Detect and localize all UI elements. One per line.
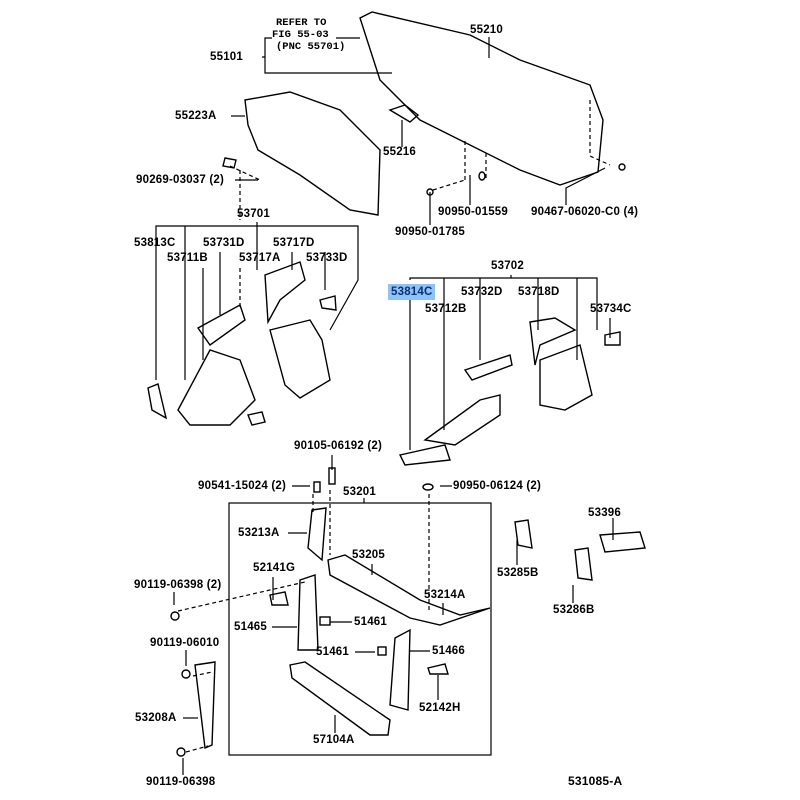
dash-panel-55101 [359,11,604,186]
part-label-90119-06010[interactable]: 90119-06010 [150,637,220,649]
part-label-52141g[interactable]: 52141G [253,562,296,574]
part-label-53717d[interactable]: 53717D [273,237,315,249]
part-label-90119-06398[interactable]: 90119-06398 [146,776,216,788]
part-label-53734c[interactable]: 53734C [590,303,632,315]
part-label-55223a[interactable]: 55223A [175,110,217,122]
part-label-53813c[interactable]: 53813C [134,237,176,249]
part-label-53733d[interactable]: 53733D [306,252,348,264]
part-label-55216[interactable]: 55216 [383,146,416,158]
part-label-53718d[interactable]: 53718D [518,286,560,298]
part-label-53712b[interactable]: 53712B [425,303,467,315]
refer-note-line2: FIG 55-03 [272,29,329,41]
part-label-53201[interactable]: 53201 [343,486,376,498]
part-label-55210[interactable]: 55210 [470,24,503,36]
part-label-57104a[interactable]: 57104A [313,734,355,746]
part-label-53731d[interactable]: 53731D [203,237,245,249]
part-label-51466[interactable]: 51466 [432,645,465,657]
part-label-90105-06192[interactable]: 90105-06192 (2) [294,440,383,452]
part-label-53702[interactable]: 53702 [491,260,524,272]
part-label-52142h[interactable]: 52142H [419,702,461,714]
part-label-53286b[interactable]: 53286B [553,604,595,616]
part-label-53205[interactable]: 53205 [352,549,385,561]
part-label-53711b[interactable]: 53711B [167,252,208,264]
part-label-90467-06020-c0[interactable]: 90467-06020-C0 (4) [531,206,639,218]
part-label-53814c-highlighted[interactable]: 53814C [388,284,436,300]
dashed-connectors [177,100,611,753]
part-label-90950-01785[interactable]: 90950-01785 [395,226,465,238]
part-label-51461[interactable]: 51461 [354,616,387,628]
part-label-51465[interactable]: 51465 [234,621,267,633]
figure-id: 531085-A [568,774,623,788]
part-label-53701[interactable]: 53701 [237,208,270,220]
part-label-55101[interactable]: 55101 [210,51,243,63]
part-label-90119-06398-2[interactable]: 90119-06398 (2) [134,579,222,591]
part-label-53285b[interactable]: 53285B [497,567,539,579]
part-shapes [147,11,646,757]
part-label-53213a[interactable]: 53213A [238,527,280,539]
part-label-90269-03037[interactable]: 90269-03037 (2) [136,174,225,186]
part-label-53732d[interactable]: 53732D [461,286,503,298]
refer-note-line3: (PNC 55701) [276,41,346,53]
insulator-55223A [244,91,381,216]
part-label-53208a[interactable]: 53208A [135,712,177,724]
part-label-53396[interactable]: 53396 [588,507,621,519]
leader-lines [155,37,614,775]
part-label-90950-01559[interactable]: 90950-01559 [438,206,508,218]
part-label-53717a[interactable]: 53717A [239,252,281,264]
part-label-90950-06124[interactable]: 90950-06124 (2) [453,480,542,492]
refer-note-line1: REFER TO [276,17,327,29]
part-label-53214a[interactable]: 53214A [424,589,466,601]
part-label-90541-15024[interactable]: 90541-15024 (2) [198,480,287,492]
part-label-51461-second[interactable]: 51461 [316,646,349,658]
